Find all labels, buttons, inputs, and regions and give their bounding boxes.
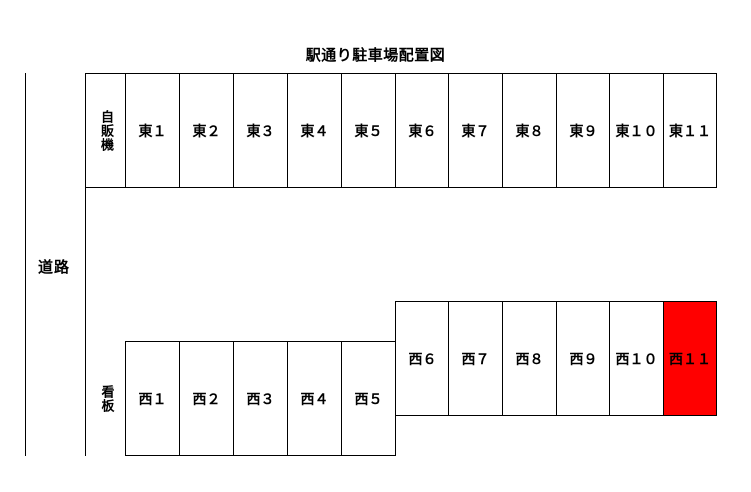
parking-space-east-2: 東２ [179,73,234,188]
parking-space-east-7: 東７ [448,73,503,188]
signboard: 看板 [85,342,126,456]
parking-space-east-8: 東８ [502,73,557,188]
parking-space-west-6: 西６ [395,301,450,416]
road-label: 道路 [38,258,71,276]
parking-space-east-9: 東９ [556,73,611,188]
parking-space-east-6: 東６ [395,73,450,188]
vending-machine: 自販機 [85,73,126,188]
parking-space-west-11: 西１１ [663,301,717,416]
parking-space-east-1: 東１ [125,73,180,188]
parking-space-west-1: 西１ [125,341,180,456]
parking-space-east-3: 東３ [233,73,288,188]
parking-space-east-10: 東１０ [609,73,664,188]
parking-space-east-4: 東４ [287,73,342,188]
west-lot-extension [395,415,396,456]
parking-space-west-9: 西９ [556,301,611,416]
parking-space-east-11: 東１１ [663,73,717,188]
parking-space-west-4: 西４ [287,341,342,456]
parking-space-west-2: 西２ [179,341,234,456]
map-title: 駅通り駐車場配置図 [305,46,446,64]
lot-left-border [85,73,86,456]
parking-space-west-7: 西７ [448,301,503,416]
parking-space-west-8: 西８ [502,301,557,416]
parking-space-west-5: 西５ [341,341,396,456]
parking-space-east-5: 東５ [341,73,396,188]
road-line [25,73,26,456]
parking-space-west-3: 西３ [233,341,288,456]
parking-space-west-10: 西１０ [609,301,664,416]
